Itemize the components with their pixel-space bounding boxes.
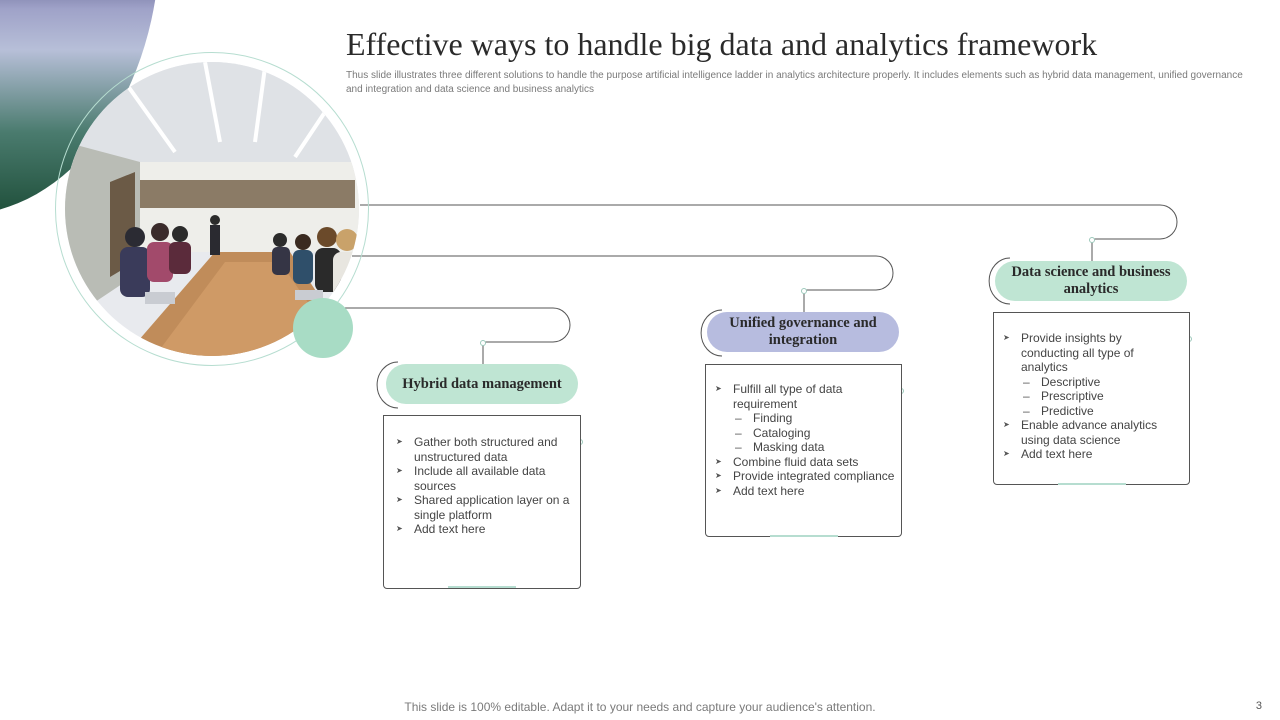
step-3-bullets: ➤Provide insights by conducting all type…	[1003, 331, 1183, 462]
arrowhead-bullet-icon: ➤	[1003, 420, 1010, 429]
connector-line-3	[360, 204, 1178, 262]
list-item: –Finding	[735, 411, 793, 425]
dash-bullet-icon: –	[1023, 374, 1030, 389]
dash-bullet-icon: –	[1023, 403, 1030, 418]
card-2-accent-line	[770, 535, 838, 537]
card-unified-governance: ➤Fulfill all type of data requirement –F…	[705, 364, 902, 537]
card-3-accent-line	[1058, 483, 1126, 485]
photo-ring	[55, 52, 369, 366]
list-item: ➤Include all available data sources	[396, 464, 546, 493]
connector-node-2	[801, 288, 807, 294]
list-item: ➤Add text here	[396, 522, 486, 536]
step-1-heading: Hybrid data management	[402, 375, 562, 392]
step-2-heading: Unified governance and integration	[729, 315, 877, 348]
arrowhead-bullet-icon: ➤	[396, 437, 403, 446]
step-1-bullets: ➤Gather both structured and unstructured…	[396, 435, 574, 537]
step-3-heading: Data science and business analytics	[1011, 264, 1171, 297]
pill-outline-1	[376, 361, 399, 409]
list-item: –Descriptive	[1023, 374, 1101, 389]
arrowhead-bullet-icon: ➤	[396, 495, 403, 504]
dash-bullet-icon: –	[1023, 389, 1030, 403]
arrowhead-bullet-icon: ➤	[715, 456, 722, 466]
list-item: –Cataloging	[735, 425, 811, 440]
card-data-science: ➤Provide insights by conducting all type…	[993, 312, 1190, 485]
slide-subtitle: Thus slide illustrates three different s…	[346, 70, 1243, 95]
pill-unified-governance: Unified governance and integration	[707, 312, 899, 352]
arrowhead-bullet-icon: ➤	[396, 466, 403, 475]
pill-data-science: Data science and business analytics	[995, 261, 1187, 301]
list-item: ➤Provide insights by conducting all type…	[1003, 331, 1134, 374]
list-item: ➤Add text here	[715, 483, 805, 498]
page-number: 3	[1255, 700, 1262, 712]
dash-bullet-icon: –	[735, 411, 742, 425]
step-2-bullets: ➤Fulfill all type of data requirement –F…	[715, 382, 895, 498]
arrowhead-bullet-icon: ➤	[715, 471, 722, 480]
list-item: ➤Enable advance analytics using data sci…	[1003, 418, 1158, 447]
slide-title: Effective ways to handle big data and an…	[346, 26, 1098, 62]
dash-bullet-icon: –	[735, 440, 742, 454]
list-item: ➤Gather both structured and unstructured…	[396, 435, 558, 464]
card-hybrid-data-management: ➤Gather both structured and unstructured…	[383, 415, 581, 589]
card-1-accent-line	[448, 586, 516, 588]
list-item: ➤Add text here	[1003, 447, 1093, 461]
arrowhead-bullet-icon: ➤	[1003, 333, 1010, 342]
dash-bullet-icon: –	[735, 425, 742, 440]
arrowhead-bullet-icon: ➤	[715, 384, 722, 393]
list-item: ➤Fulfill all type of data requirement	[715, 382, 843, 411]
arrowhead-bullet-icon: ➤	[396, 524, 403, 533]
decorative-green-circle	[293, 298, 353, 358]
connector-line-2	[352, 255, 894, 314]
list-item: ➤Provide integrated compliance	[715, 469, 895, 483]
connector-node-3	[1089, 237, 1095, 243]
list-item: –Prescriptive	[1023, 389, 1104, 403]
connector-node-1	[480, 340, 486, 346]
list-item: –Predictive	[1023, 403, 1094, 418]
arrowhead-bullet-icon: ➤	[715, 485, 722, 495]
pill-outline-2	[700, 309, 723, 357]
list-item: ➤Combine fluid data sets	[715, 454, 859, 469]
pill-hybrid-data-management: Hybrid data management	[386, 364, 578, 404]
connector-line-1	[345, 307, 571, 366]
pill-outline-3	[988, 257, 1011, 305]
slide-footer: This slide is 100% editable. Adapt it to…	[404, 700, 876, 714]
list-item: –Masking data	[735, 440, 825, 454]
arrowhead-bullet-icon: ➤	[1003, 449, 1010, 458]
list-item: ➤Shared application layer on a single pl…	[396, 493, 570, 522]
